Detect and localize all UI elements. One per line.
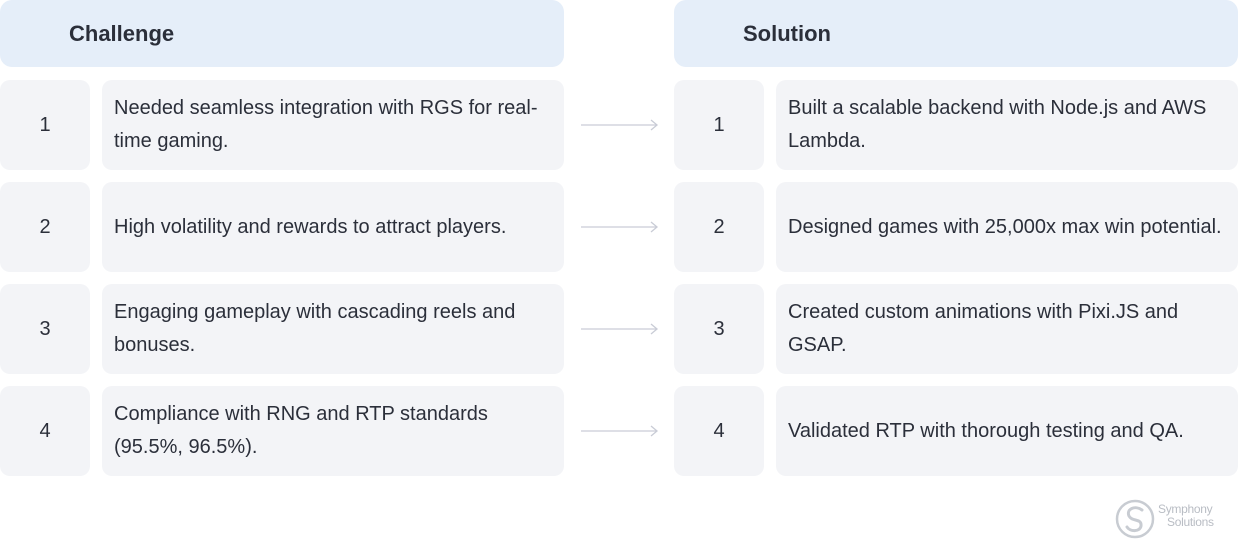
challenge-text: Compliance with RNG and RTP standards (9… [102,386,564,476]
symphony-solutions-logo: Symphony Solutions [1115,497,1238,539]
solution-text-content: Designed games with 25,000x max win pote… [788,215,1222,238]
arrow-right-icon [581,119,659,131]
challenge-header: Challenge [0,0,564,67]
solution-text: Designed games with 25,000x max win pote… [776,182,1238,272]
challenge-number: 3 [0,284,90,374]
challenge-text: Engaging gameplay with cascading reels a… [102,284,564,374]
symphony-logo-icon [1115,499,1155,539]
solution-number: 2 [674,182,764,272]
challenge-number: 1 [0,80,90,170]
challenge-text-content: Needed seamless integration with RGS for… [114,97,538,152]
solution-text-content: Created custom animations with Pixi.JS a… [788,301,1179,356]
comparison-row: 1 Needed seamless integration with RGS f… [0,80,1238,170]
arrow-right-icon [581,221,659,233]
comparison-row: 3 Engaging gameplay with cascading reels… [0,284,1238,374]
challenge-text: High volatility and rewards to attract p… [102,182,564,272]
solution-number: 3 [674,284,764,374]
solution-text: Built a scalable backend with Node.js an… [776,80,1238,170]
solution-text-content: Validated RTP with thorough testing and … [788,419,1184,442]
logo-line-1: Symphony [1158,502,1213,516]
challenge-header-label: Challenge [69,21,175,46]
challenge-text-content: Compliance with RNG and RTP standards (9… [114,403,488,458]
logo-line-2: Solutions [1167,515,1214,529]
solution-number: 4 [674,386,764,476]
challenge-text-content: Engaging gameplay with cascading reels a… [114,301,516,356]
comparison-row: 2 High volatility and rewards to attract… [0,182,1238,272]
challenge-text: Needed seamless integration with RGS for… [102,80,564,170]
arrow-right-icon [581,323,659,335]
challenge-text-content: High volatility and rewards to attract p… [114,215,507,238]
comparison-row: 4 Compliance with RNG and RTP standards … [0,386,1238,476]
arrow-right-icon [581,425,659,437]
solution-header: Solution [674,0,1238,67]
challenge-number: 4 [0,386,90,476]
solution-text-content: Built a scalable backend with Node.js an… [788,97,1207,152]
solution-text: Validated RTP with thorough testing and … [776,386,1238,476]
solution-header-label: Solution [743,21,831,46]
solution-number: 1 [674,80,764,170]
solution-text: Created custom animations with Pixi.JS a… [776,284,1238,374]
challenge-number: 2 [0,182,90,272]
